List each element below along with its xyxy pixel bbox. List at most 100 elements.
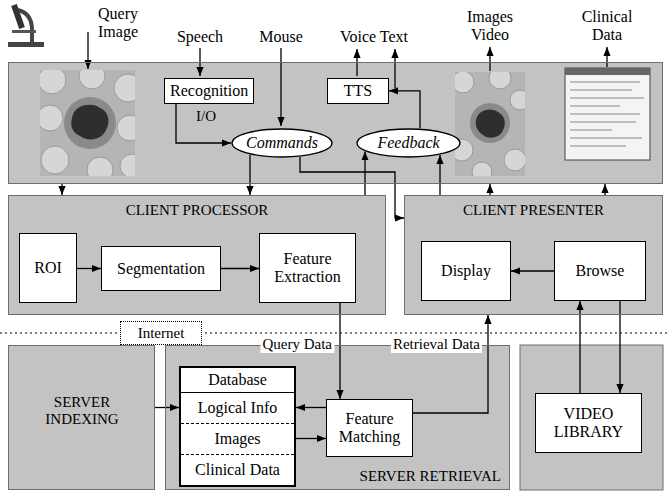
record-line <box>570 114 640 115</box>
record-line <box>570 146 626 147</box>
client-panel: CLIENT PROCESSORROISegmentationFeature E… <box>8 195 386 315</box>
panel-heading: I/O <box>196 108 216 125</box>
output-arrow <box>489 47 490 71</box>
panel-fill <box>8 62 663 184</box>
record-line <box>570 138 642 139</box>
blood-cell <box>472 162 492 176</box>
cell-nucleus <box>71 105 108 140</box>
edge-label: Query Data <box>260 336 334 353</box>
node-text: VIDEO LIBRARY <box>540 405 637 440</box>
process-box: Feature Matching <box>326 399 413 457</box>
connector-arrow <box>296 438 326 439</box>
process-box: Segmentation <box>101 246 221 291</box>
record-line <box>570 90 632 91</box>
storage-box: VIDEO LIBRARY <box>535 393 642 453</box>
database-table: DatabaseLogical InfoImagesClinical Data <box>179 366 296 487</box>
cell-nucleus <box>476 109 505 137</box>
record-line <box>570 130 612 131</box>
record-window <box>565 68 650 160</box>
node-text: Feedback <box>377 134 439 152</box>
database-row: Images <box>181 423 294 454</box>
process-box: TTS <box>327 78 389 104</box>
io-label: Speech <box>177 28 223 46</box>
client-panel: CLIENT PRESENTER Display Browse <box>404 195 663 315</box>
blood-cell <box>114 74 135 102</box>
output-arrow <box>394 49 395 88</box>
result-cell-image <box>451 67 530 182</box>
blood-cell <box>120 154 135 176</box>
microscope-tube <box>14 5 22 28</box>
node-text: Browse <box>576 262 625 280</box>
io-label: Voice Text <box>340 28 408 46</box>
record-line <box>570 106 620 107</box>
microscope-base <box>8 42 44 47</box>
node-text: Images <box>214 430 260 448</box>
connector-arrow <box>489 184 490 195</box>
node-text: Internet <box>138 325 185 342</box>
node-text: TTS <box>344 82 372 100</box>
message-ellipse: Feedback <box>356 128 461 158</box>
node-text: ROI <box>34 259 62 277</box>
node-text: Logical Info <box>198 399 278 417</box>
connector-arrow <box>339 303 340 399</box>
cell-cytoplasm <box>64 97 116 149</box>
server-panel: SERVER RETRIEVAL DatabaseLogical InfoImag… <box>165 345 510 490</box>
input-arrow <box>280 48 281 126</box>
input-arrow <box>87 32 88 69</box>
io-label: Mouse <box>259 28 303 46</box>
connector-arrow <box>61 184 62 195</box>
network-box: Internet <box>120 321 202 345</box>
record-line <box>570 82 640 83</box>
query-cell-image <box>37 63 144 183</box>
io-panel: I/O Recognition TTS Commands Feedback <box>8 62 663 184</box>
panel-fill <box>8 195 386 315</box>
blood-cell <box>117 115 135 141</box>
process-box: Display <box>421 241 511 301</box>
connector-arrow <box>300 157 404 218</box>
node-text: Recognition <box>170 82 248 100</box>
record-line <box>570 122 636 123</box>
panel-heading: CLIENT PRESENTER <box>405 202 662 219</box>
process-box: Feature Extraction <box>259 233 356 303</box>
connector-arrow <box>413 315 488 413</box>
clinical-record-screenshot <box>565 68 650 160</box>
panel-fill <box>8 345 155 490</box>
message-ellipse: Commands <box>231 128 333 158</box>
process-box: Browse <box>554 241 646 301</box>
connector-arrow <box>511 270 554 271</box>
blood-cell <box>87 157 113 176</box>
connector-arrow <box>364 151 365 195</box>
database-row: Logical Info <box>181 392 294 423</box>
connector-arrow <box>389 91 420 129</box>
io-label: Query Image <box>90 5 146 40</box>
video-panel <box>520 345 663 490</box>
panel-heading: SERVER INDEXING <box>37 394 127 427</box>
connector-arrow <box>604 184 605 195</box>
database-row: Clinical Data <box>181 454 294 485</box>
blood-cell <box>504 149 525 171</box>
connector-arrow <box>249 155 250 195</box>
io-label: Clinical Data <box>575 8 639 43</box>
microscope-icon <box>8 5 44 47</box>
node-text: Database <box>181 368 294 392</box>
record-line <box>570 98 644 99</box>
node-text: Display <box>441 262 491 280</box>
blood-cell <box>455 72 474 93</box>
blood-cell <box>510 90 525 110</box>
internet-divider <box>0 332 667 333</box>
node-text: Feature Extraction <box>264 250 351 285</box>
process-box: ROI <box>19 233 77 303</box>
edge-label: Retrieval Data <box>391 336 482 353</box>
panel-fill <box>404 195 663 315</box>
ellipse-shape <box>357 129 460 157</box>
node-text: Segmentation <box>117 260 205 278</box>
node-text: Commands <box>246 134 318 152</box>
blood-cell <box>41 146 69 174</box>
connector-arrow <box>296 407 326 408</box>
panel-heading: SERVER RETRIEVAL <box>360 468 501 485</box>
node-text: Clinical Data <box>195 461 280 479</box>
process-box: Recognition <box>164 78 254 104</box>
connector-arrow <box>77 268 101 269</box>
